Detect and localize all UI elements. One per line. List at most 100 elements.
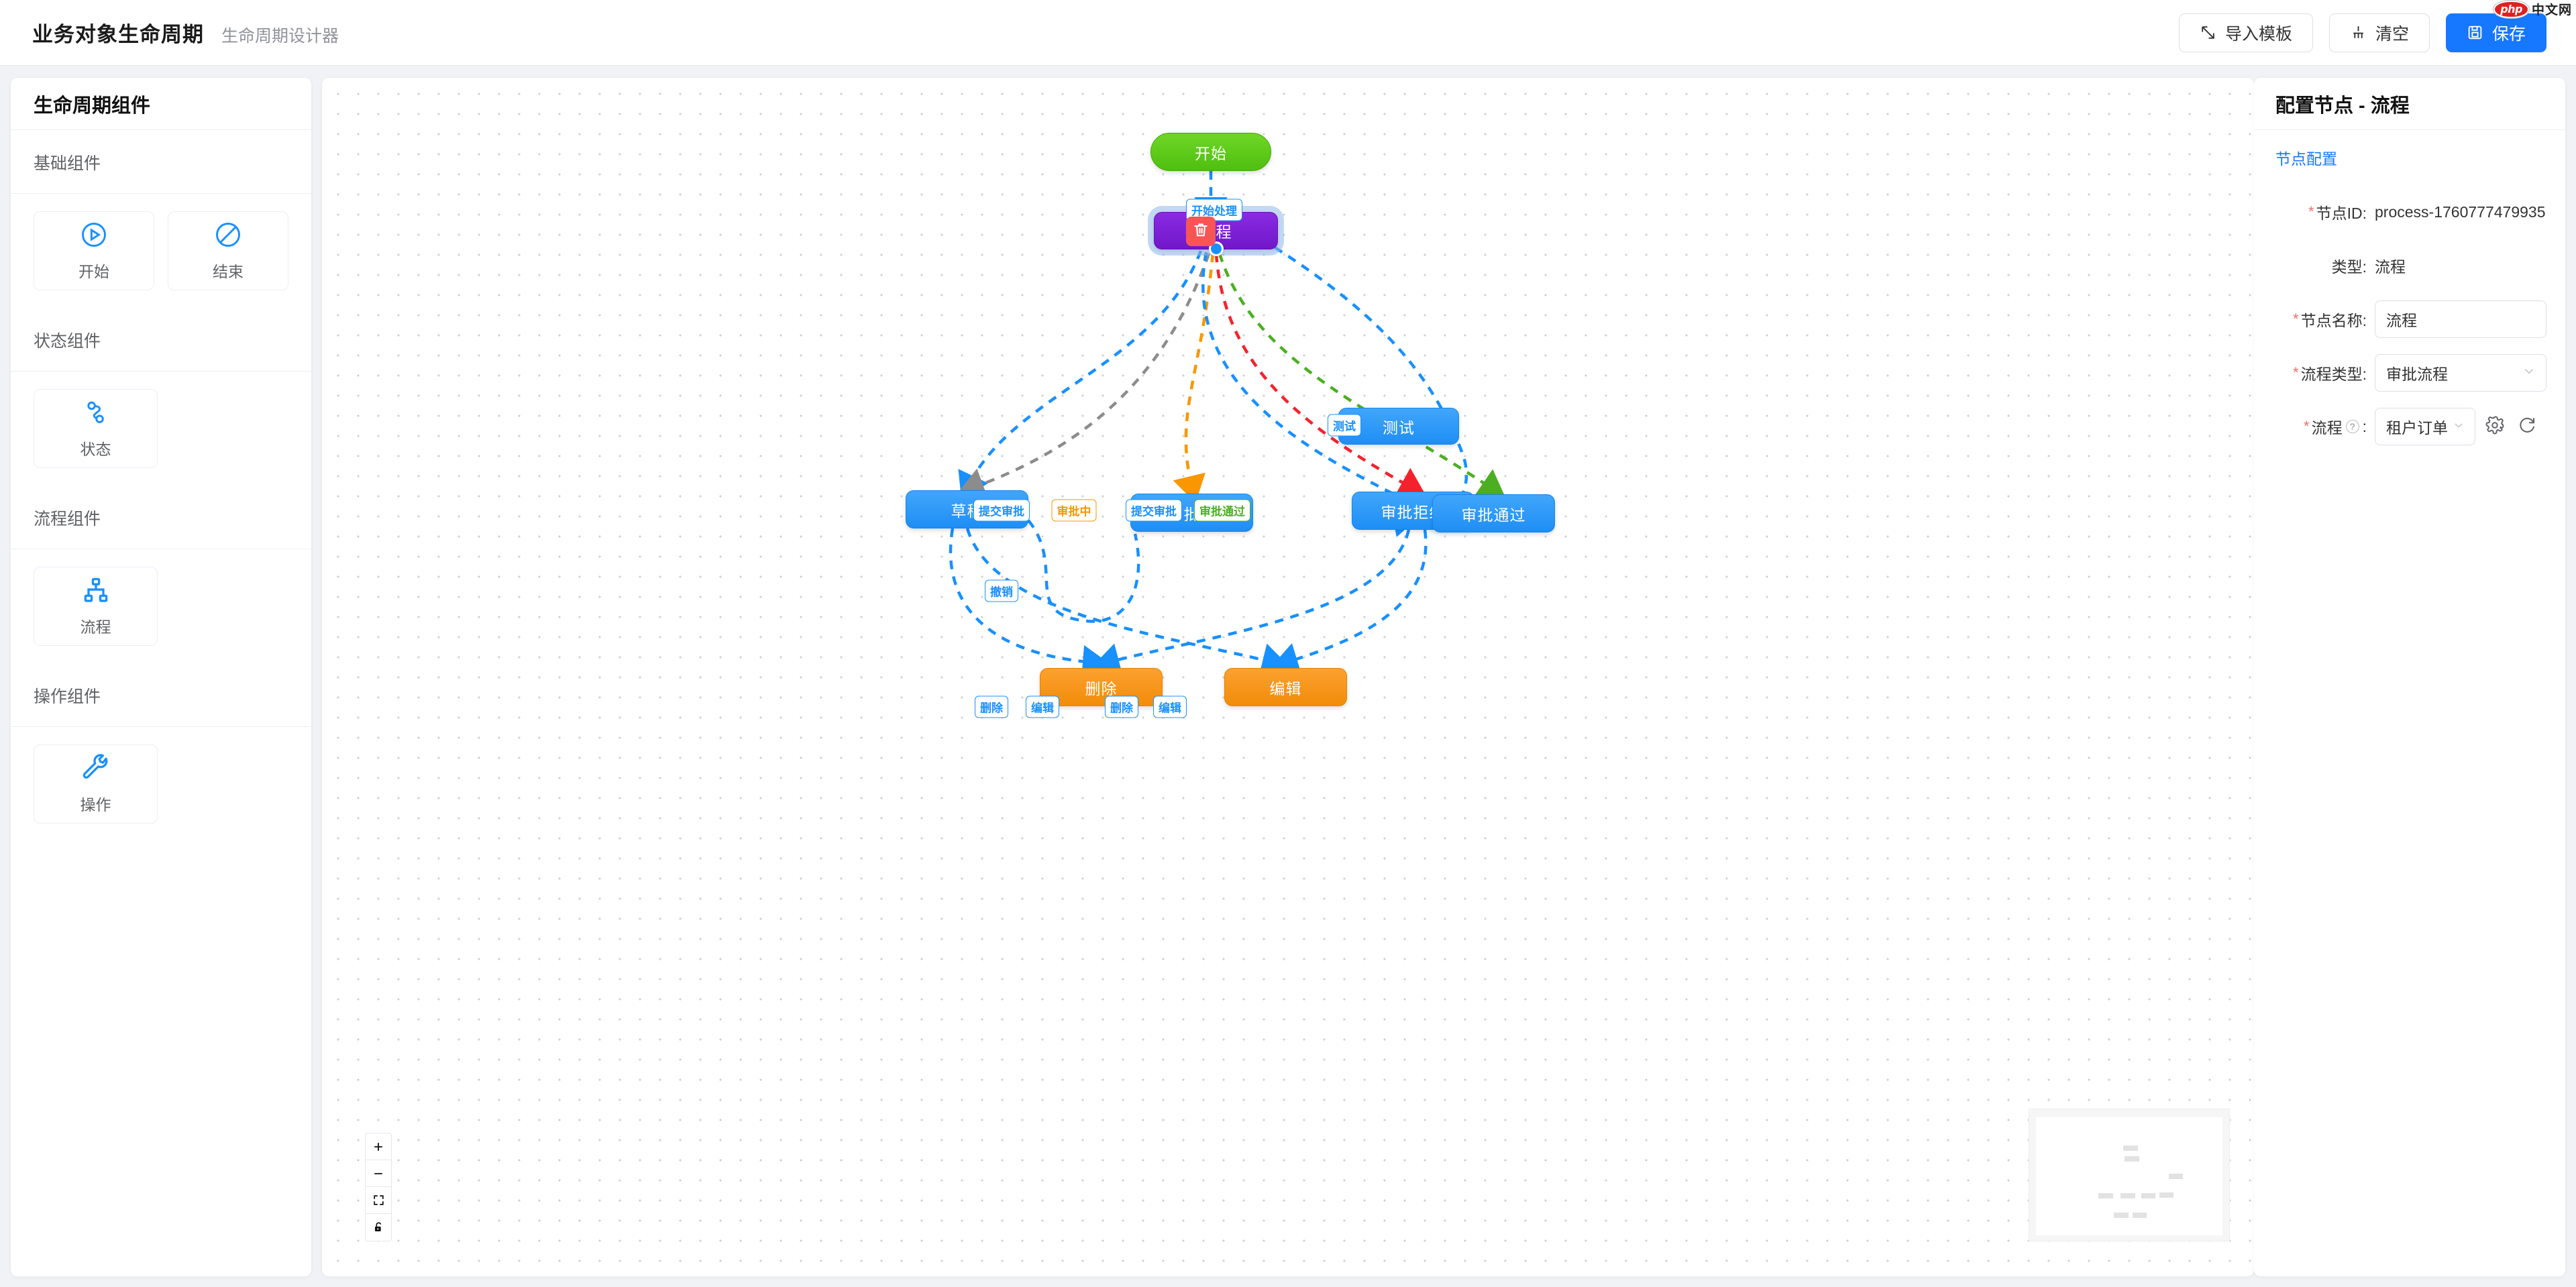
ban-icon	[213, 220, 243, 249]
save-icon	[2467, 24, 2483, 41]
flow-canvas[interactable]: 开始 流程 测试 草稿 审批中 审批拒绝 审批通过 删除 编辑 开始处	[322, 78, 2254, 1276]
palette-group-basic: 开始 结束	[11, 194, 311, 308]
app-header: 业务对象生命周期 生命周期设计器 导入模板 清空	[0, 0, 2576, 66]
field-node-id: * 节点ID: process-1760777479935	[2254, 193, 2565, 231]
palette-item-process[interactable]: 流程	[34, 567, 158, 646]
flow-node-approved[interactable]: 审批通过	[1432, 494, 1555, 533]
edge-label-edit-2[interactable]: 编辑	[1153, 695, 1187, 718]
flow-node-delete[interactable]: 删除	[1040, 668, 1163, 706]
palette-group-title-process: 流程组件	[11, 486, 311, 549]
required-asterisk: *	[2304, 418, 2310, 435]
tab-node-config[interactable]: 节点配置	[2275, 150, 2337, 168]
minimap-node	[2098, 1193, 2113, 1198]
question-circle-icon[interactable]: ?	[2345, 420, 2359, 433]
import-icon	[2200, 24, 2216, 41]
minimap-node	[2169, 1174, 2183, 1179]
field-node-id-label: * 节点ID:	[2308, 203, 2367, 223]
clear-label: 清空	[2375, 24, 2409, 44]
node-config-panel: 配置节点 - 流程 节点配置 * 节点ID: process-176077747…	[2254, 78, 2565, 1276]
gear-icon[interactable]	[2485, 415, 2508, 438]
field-type: 类型: 流程	[2254, 247, 2565, 284]
field-flow-type: * 流程类型: 审批流程	[2254, 354, 2565, 392]
edge-label-submit-2[interactable]: 提交审批	[1126, 499, 1182, 522]
edge-label-delete-2[interactable]: 删除	[1105, 695, 1138, 718]
edge-label-delete-1[interactable]: 删除	[975, 695, 1008, 718]
edge-label-edit-1[interactable]: 编辑	[1026, 695, 1059, 718]
edge-label-start-process[interactable]: 开始处理	[1186, 199, 1242, 221]
palette-item-state-label: 状态	[80, 441, 111, 458]
palette-item-start[interactable]: 开始	[34, 211, 154, 290]
canvas-zoom-controls	[365, 1133, 392, 1241]
field-process-colon: :	[2362, 417, 2367, 435]
watermark-php-badge: php	[2493, 0, 2529, 18]
palette-item-end[interactable]: 结束	[168, 211, 288, 290]
palette-item-process-label: 流程	[80, 618, 111, 636]
field-type-label: 类型:	[2331, 258, 2367, 276]
flow-node-start-label: 开始	[1195, 144, 1227, 162]
zoom-out-button[interactable]	[366, 1160, 391, 1187]
broom-icon	[2350, 24, 2367, 41]
lock-toggle-button[interactable]	[366, 1214, 391, 1241]
palette-group-title-basic: 基础组件	[11, 130, 311, 194]
minimap-node	[2159, 1192, 2174, 1198]
site-watermark: php 中文网	[2493, 0, 2572, 18]
minimap-node	[2141, 1193, 2155, 1198]
palette-group-title-action: 操作组件	[11, 663, 311, 727]
edge-label-approved[interactable]: 审批通过	[1194, 499, 1250, 522]
save-label: 保存	[2491, 24, 2526, 44]
chevron-down-icon	[2452, 418, 2465, 436]
node-config-title: 配置节点 - 流程	[2254, 78, 2565, 130]
save-button[interactable]: 保存	[2445, 13, 2546, 52]
header-titles: 业务对象生命周期 生命周期设计器	[32, 17, 339, 48]
flow-type-select[interactable]: 审批流程	[2375, 354, 2546, 392]
minimap-node	[2133, 1213, 2147, 1218]
flow-node-start[interactable]: 开始	[1150, 133, 1271, 171]
palette-group-title-state: 状态组件	[11, 308, 311, 372]
required-asterisk: *	[2293, 364, 2299, 381]
field-node-id-value: process-1760777479935	[2375, 203, 2546, 221]
state-nodes-icon	[81, 398, 111, 427]
chevron-down-icon	[2522, 363, 2536, 382]
palette-item-action-label: 操作	[80, 796, 111, 814]
wrench-icon	[81, 753, 111, 783]
edge-label-test[interactable]: 测试	[1328, 414, 1361, 437]
edge-label-submit-1[interactable]: 提交审批	[973, 499, 1030, 522]
component-palette-panel: 生命周期组件 基础组件 开始 结束 状态组件	[11, 78, 311, 1276]
node-name-input[interactable]: 流程	[2375, 300, 2546, 338]
edge-delete-button[interactable]	[1186, 217, 1216, 246]
process-value: 租户订单	[2386, 419, 2448, 437]
field-process-label: * 流程 ? :	[2304, 417, 2367, 437]
palette-item-start-label: 开始	[78, 263, 109, 280]
play-circle-icon	[79, 220, 109, 249]
refresh-icon[interactable]	[2517, 415, 2540, 438]
minimap-viewport	[2036, 1117, 2222, 1235]
edge-label-revoke[interactable]: 撤销	[985, 579, 1018, 602]
palette-group-process: 流程	[11, 549, 311, 663]
import-template-label: 导入模板	[2224, 24, 2292, 44]
palette-item-action[interactable]: 操作	[34, 744, 158, 824]
canvas-minimap[interactable]	[2029, 1109, 2230, 1241]
palette-group-action: 操作	[11, 727, 311, 841]
required-asterisk: *	[2308, 203, 2314, 220]
import-template-button[interactable]: 导入模板	[2178, 13, 2313, 52]
zoom-in-button[interactable]	[366, 1133, 391, 1160]
field-flow-type-label: * 流程类型:	[2293, 364, 2367, 384]
sitemap-icon	[81, 575, 111, 605]
required-asterisk: *	[2293, 311, 2299, 327]
fit-view-button[interactable]	[366, 1187, 391, 1214]
field-node-name: * 节点名称: 流程	[2254, 300, 2565, 338]
minimap-node	[2121, 1193, 2135, 1198]
edge-label-approving[interactable]: 审批中	[1051, 499, 1097, 522]
watermark-text: 中文网	[2531, 3, 2572, 17]
flow-node-delete-label: 删除	[1085, 679, 1118, 697]
clear-button[interactable]: 清空	[2328, 13, 2430, 52]
flow-node-edit[interactable]: 编辑	[1224, 668, 1347, 706]
process-select[interactable]: 租户订单	[2375, 408, 2475, 445]
palette-item-state[interactable]: 状态	[34, 389, 158, 468]
field-type-value: 流程	[2375, 258, 2406, 276]
flow-node-test[interactable]: 测试	[1338, 408, 1459, 445]
palette-group-state: 状态	[11, 372, 311, 486]
flow-node-edit-label: 编辑	[1269, 679, 1302, 697]
trash-icon	[1192, 221, 1210, 242]
flow-node-approved-label: 审批通过	[1461, 506, 1526, 524]
